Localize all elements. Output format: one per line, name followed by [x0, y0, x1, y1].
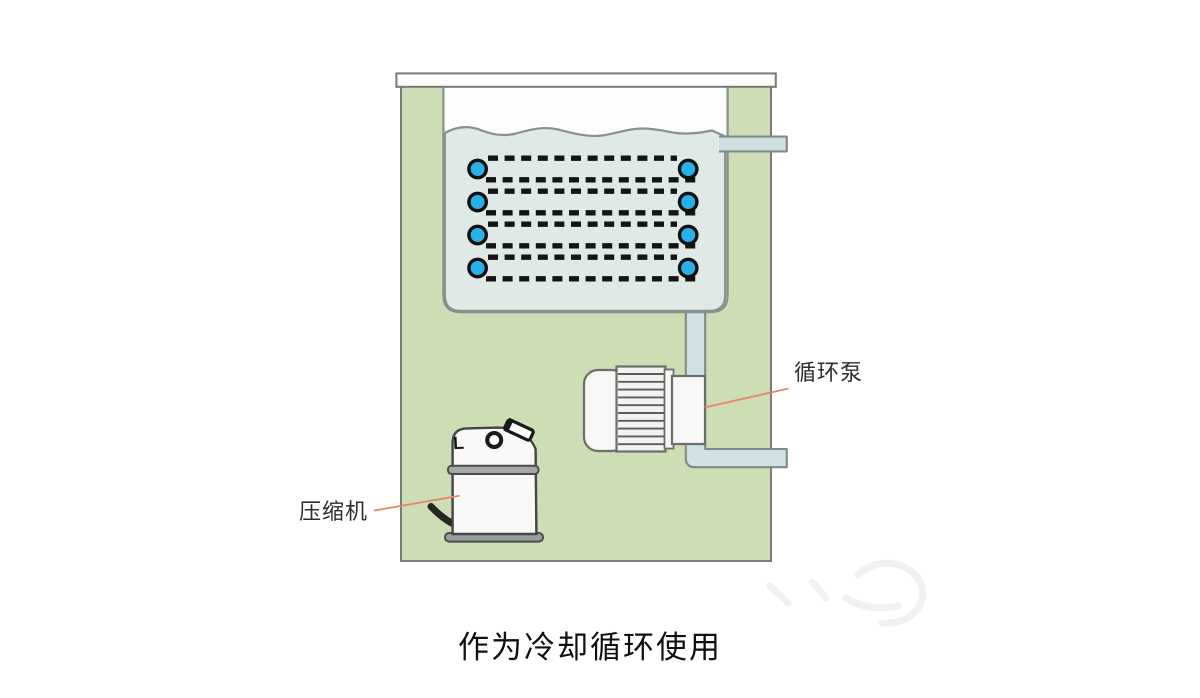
compressor — [427, 417, 544, 543]
pump-label: 循环泵 — [794, 360, 864, 385]
coil-port — [677, 257, 699, 279]
compressor-discharge-stub — [503, 417, 535, 442]
watermark — [766, 559, 927, 627]
diagram-caption: 作为冷却循环使用 — [458, 630, 722, 665]
compressor-weld-band — [447, 464, 540, 475]
tank-overflow-pipe — [719, 135, 788, 153]
compressor-body — [451, 426, 538, 536]
compressor-letter-mark: L — [452, 432, 465, 454]
cabinet-lid — [395, 72, 777, 88]
tank-water — [443, 125, 727, 312]
pump-motor-fins — [615, 365, 667, 453]
compressor-port — [485, 431, 504, 449]
pump-fin-lines — [618, 373, 664, 446]
coil-port — [467, 158, 488, 180]
coil-port — [467, 191, 488, 213]
circulation-pump — [582, 365, 707, 453]
pump-leader-line — [704, 387, 789, 409]
coil-port — [677, 158, 699, 180]
compressor-label: 压缩机 — [299, 499, 369, 524]
pump-outlet-pipe — [684, 298, 788, 469]
coil-port — [467, 257, 488, 279]
pump-head — [670, 374, 707, 446]
cooling-coil-tubes — [486, 155, 698, 282]
cooling-coil-ports — [467, 158, 699, 279]
coil-port — [677, 224, 699, 246]
compressor-leader-line — [373, 494, 460, 512]
coil-port — [677, 191, 699, 213]
coil-port — [467, 224, 488, 246]
